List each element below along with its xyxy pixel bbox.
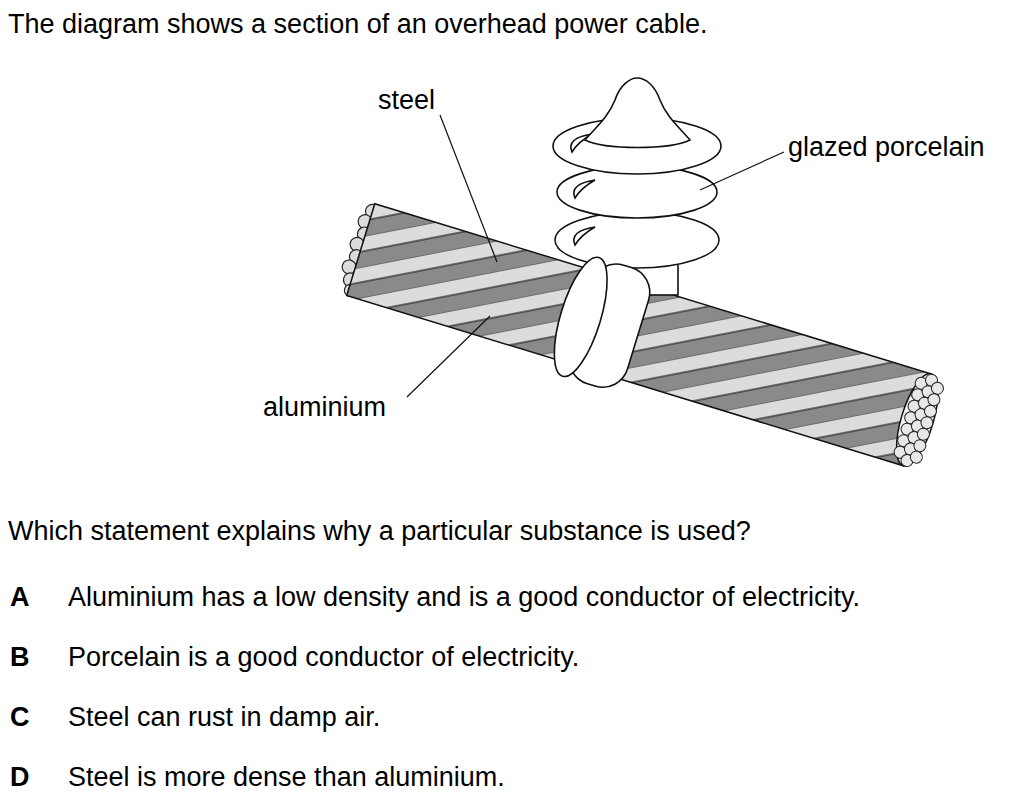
question-text: Which statement explains why a particula… xyxy=(8,515,751,547)
option-letter: C xyxy=(10,701,30,733)
option-text: Steel is more dense than aluminium. xyxy=(68,761,505,793)
option-text: Steel can rust in damp air. xyxy=(68,701,380,733)
part-label: glazed porcelain xyxy=(788,131,985,163)
cable xyxy=(334,200,946,470)
intro-text: The diagram shows a section of an overhe… xyxy=(8,8,707,40)
porcelain-insulator xyxy=(553,78,721,295)
part-label: aluminium xyxy=(263,391,386,423)
part-label: steel xyxy=(378,84,435,116)
leader-lines xyxy=(407,115,784,397)
cable-clamp xyxy=(543,252,656,394)
option-text: Porcelain is a good conductor of electri… xyxy=(68,641,579,673)
option-letter: B xyxy=(10,641,30,673)
option-text: Aluminium has a low density and is a goo… xyxy=(68,581,860,613)
option-letter: A xyxy=(10,581,30,613)
option-letter: D xyxy=(10,761,30,793)
